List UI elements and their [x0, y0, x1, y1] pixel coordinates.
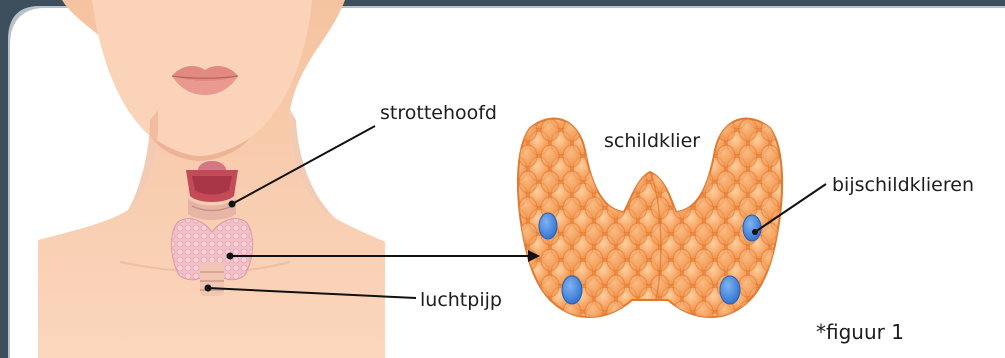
- parathyroid-gland: [539, 213, 557, 239]
- trachea-label: luchtpijp: [420, 291, 502, 310]
- larynx-label: strottehoofd: [380, 104, 497, 123]
- parathyroids-label: bijschildklieren: [832, 176, 974, 195]
- parathyroid-gland: [562, 276, 582, 304]
- parathyroid-gland: [720, 276, 740, 304]
- parathyroid-gland: [743, 215, 761, 241]
- neck-illustration: [38, 0, 385, 358]
- figure-caption: *figuur 1: [816, 322, 904, 342]
- trachea-organ: [200, 262, 224, 296]
- thyroid-label: schildklier: [604, 132, 700, 151]
